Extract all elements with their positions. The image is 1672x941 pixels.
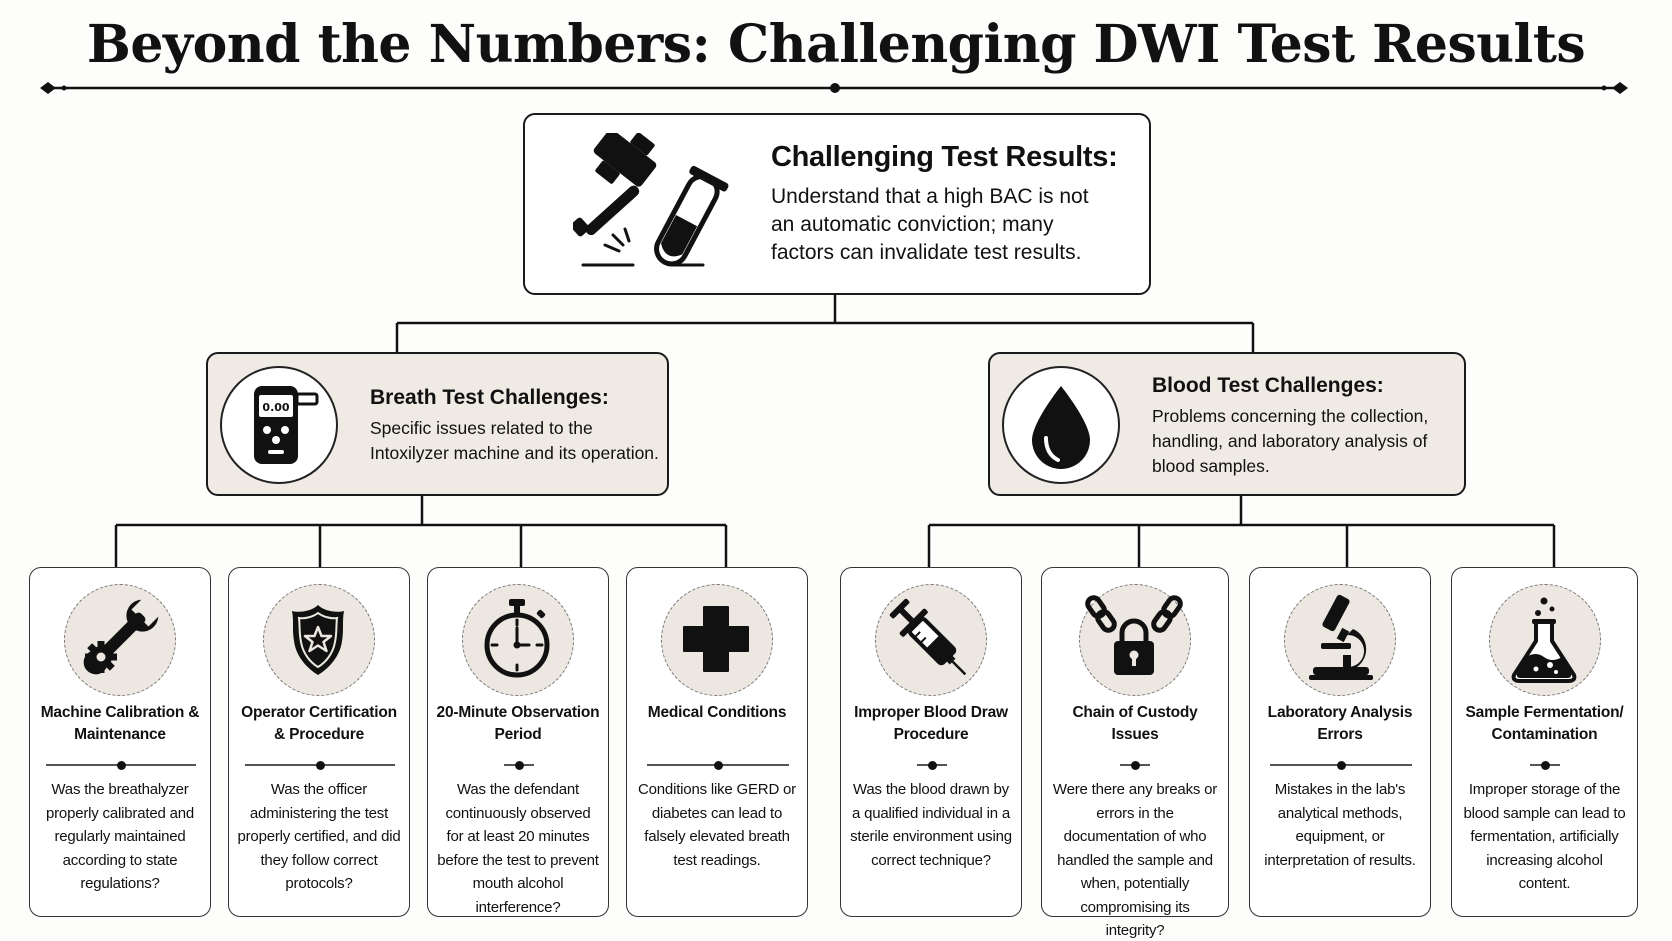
- syringe-icon: [889, 598, 967, 676]
- blood-test-description: Problems concerning the collection, hand…: [1152, 406, 1429, 476]
- item-description: Improper storage of the blood sample can…: [1463, 781, 1626, 892]
- page-title: Beyond the Numbers: Challenging DWI Test…: [86, 14, 1586, 75]
- breathalyzer-reading: 0.00: [262, 401, 289, 414]
- item-description: Was the breathalyzer properly calibrated…: [46, 781, 194, 892]
- breath-test-box: 0.00 Breath Test Challenges: Specific is…: [206, 352, 669, 496]
- wrench-gear-icon: [83, 598, 160, 675]
- item-divider: [245, 761, 395, 770]
- item-description: Was the blood drawn by a qualified indiv…: [850, 781, 1012, 869]
- medical-cross-icon: [683, 606, 749, 672]
- breath-item-medical: Medical Conditions Conditions like GERD …: [626, 567, 808, 917]
- main-concept-title: Challenging Test Results:: [771, 141, 1118, 173]
- item-title: Machine Calibration & Maintenance: [40, 704, 200, 743]
- breathalyzer-icon-circle: 0.00: [220, 366, 338, 484]
- item-description: Were there any breaks or errors in the d…: [1052, 781, 1218, 939]
- item-description: Mistakes in the lab's analytical methods…: [1264, 781, 1416, 869]
- item-description: Conditions like GERD or diabetes can lea…: [638, 781, 796, 869]
- item-description: Was the defendant continuously observed …: [437, 781, 599, 916]
- item-title: Operator Certification & Procedure: [241, 704, 397, 743]
- breath-item-calibration: Machine Calibration & Maintenance Was th…: [29, 567, 211, 917]
- breathalyzer-icon: 0.00: [254, 386, 319, 464]
- item-divider: [1120, 761, 1150, 770]
- gavel-test-tube-icon: [573, 133, 729, 267]
- blood-test-box: Blood Test Challenges: Problems concerni…: [988, 352, 1466, 496]
- item-divider: [1530, 761, 1560, 770]
- stopwatch-icon: [484, 599, 550, 678]
- breath-test-description: Specific issues related to the Intoxilyz…: [370, 418, 659, 463]
- blood-drop-icon: [1032, 386, 1090, 469]
- blood-drop-icon-circle: [1002, 366, 1120, 484]
- item-title: Chain of Custody Issues: [1072, 704, 1198, 743]
- item-divider: [504, 761, 534, 770]
- item-title: Medical Conditions: [647, 704, 787, 721]
- item-divider: [647, 761, 789, 770]
- item-title: Improper Blood Draw Procedure: [854, 704, 1008, 743]
- item-description: Was the officer administering the test p…: [237, 781, 401, 892]
- blood-item-fermentation: Sample Fermentation/ Contamination Impro…: [1451, 567, 1638, 917]
- item-title: Sample Fermentation/ Contamination: [1465, 704, 1624, 743]
- chain-padlock-icon: [1085, 595, 1183, 675]
- item-title: 20-Minute Observation Period: [436, 704, 600, 743]
- breath-item-operator: Operator Certification & Procedure Was t…: [228, 567, 410, 917]
- main-concept-box: Challenging Test Results: Understand tha…: [523, 113, 1151, 295]
- item-divider: [1270, 761, 1412, 770]
- breath-item-observation: 20-Minute Observation Period Was the def…: [427, 567, 609, 917]
- breath-test-title: Breath Test Challenges:: [370, 386, 609, 409]
- flask-bubbles-icon: [1511, 597, 1577, 683]
- item-divider: [46, 761, 196, 770]
- blood-item-custody: Chain of Custody Issues Were there any b…: [1041, 567, 1229, 939]
- blood-item-draw: Improper Blood Draw Procedure Was the bl…: [840, 567, 1022, 917]
- item-title: Laboratory Analysis Errors: [1267, 704, 1413, 743]
- item-divider: [917, 761, 947, 770]
- main-concept-description: Understand that a high BAC is not an aut…: [771, 185, 1089, 264]
- police-badge-icon: [292, 605, 344, 675]
- blood-item-lab: Laboratory Analysis Errors Mistakes in t…: [1249, 567, 1431, 917]
- microscope-icon: [1309, 594, 1373, 680]
- blood-test-title: Blood Test Challenges:: [1152, 374, 1384, 397]
